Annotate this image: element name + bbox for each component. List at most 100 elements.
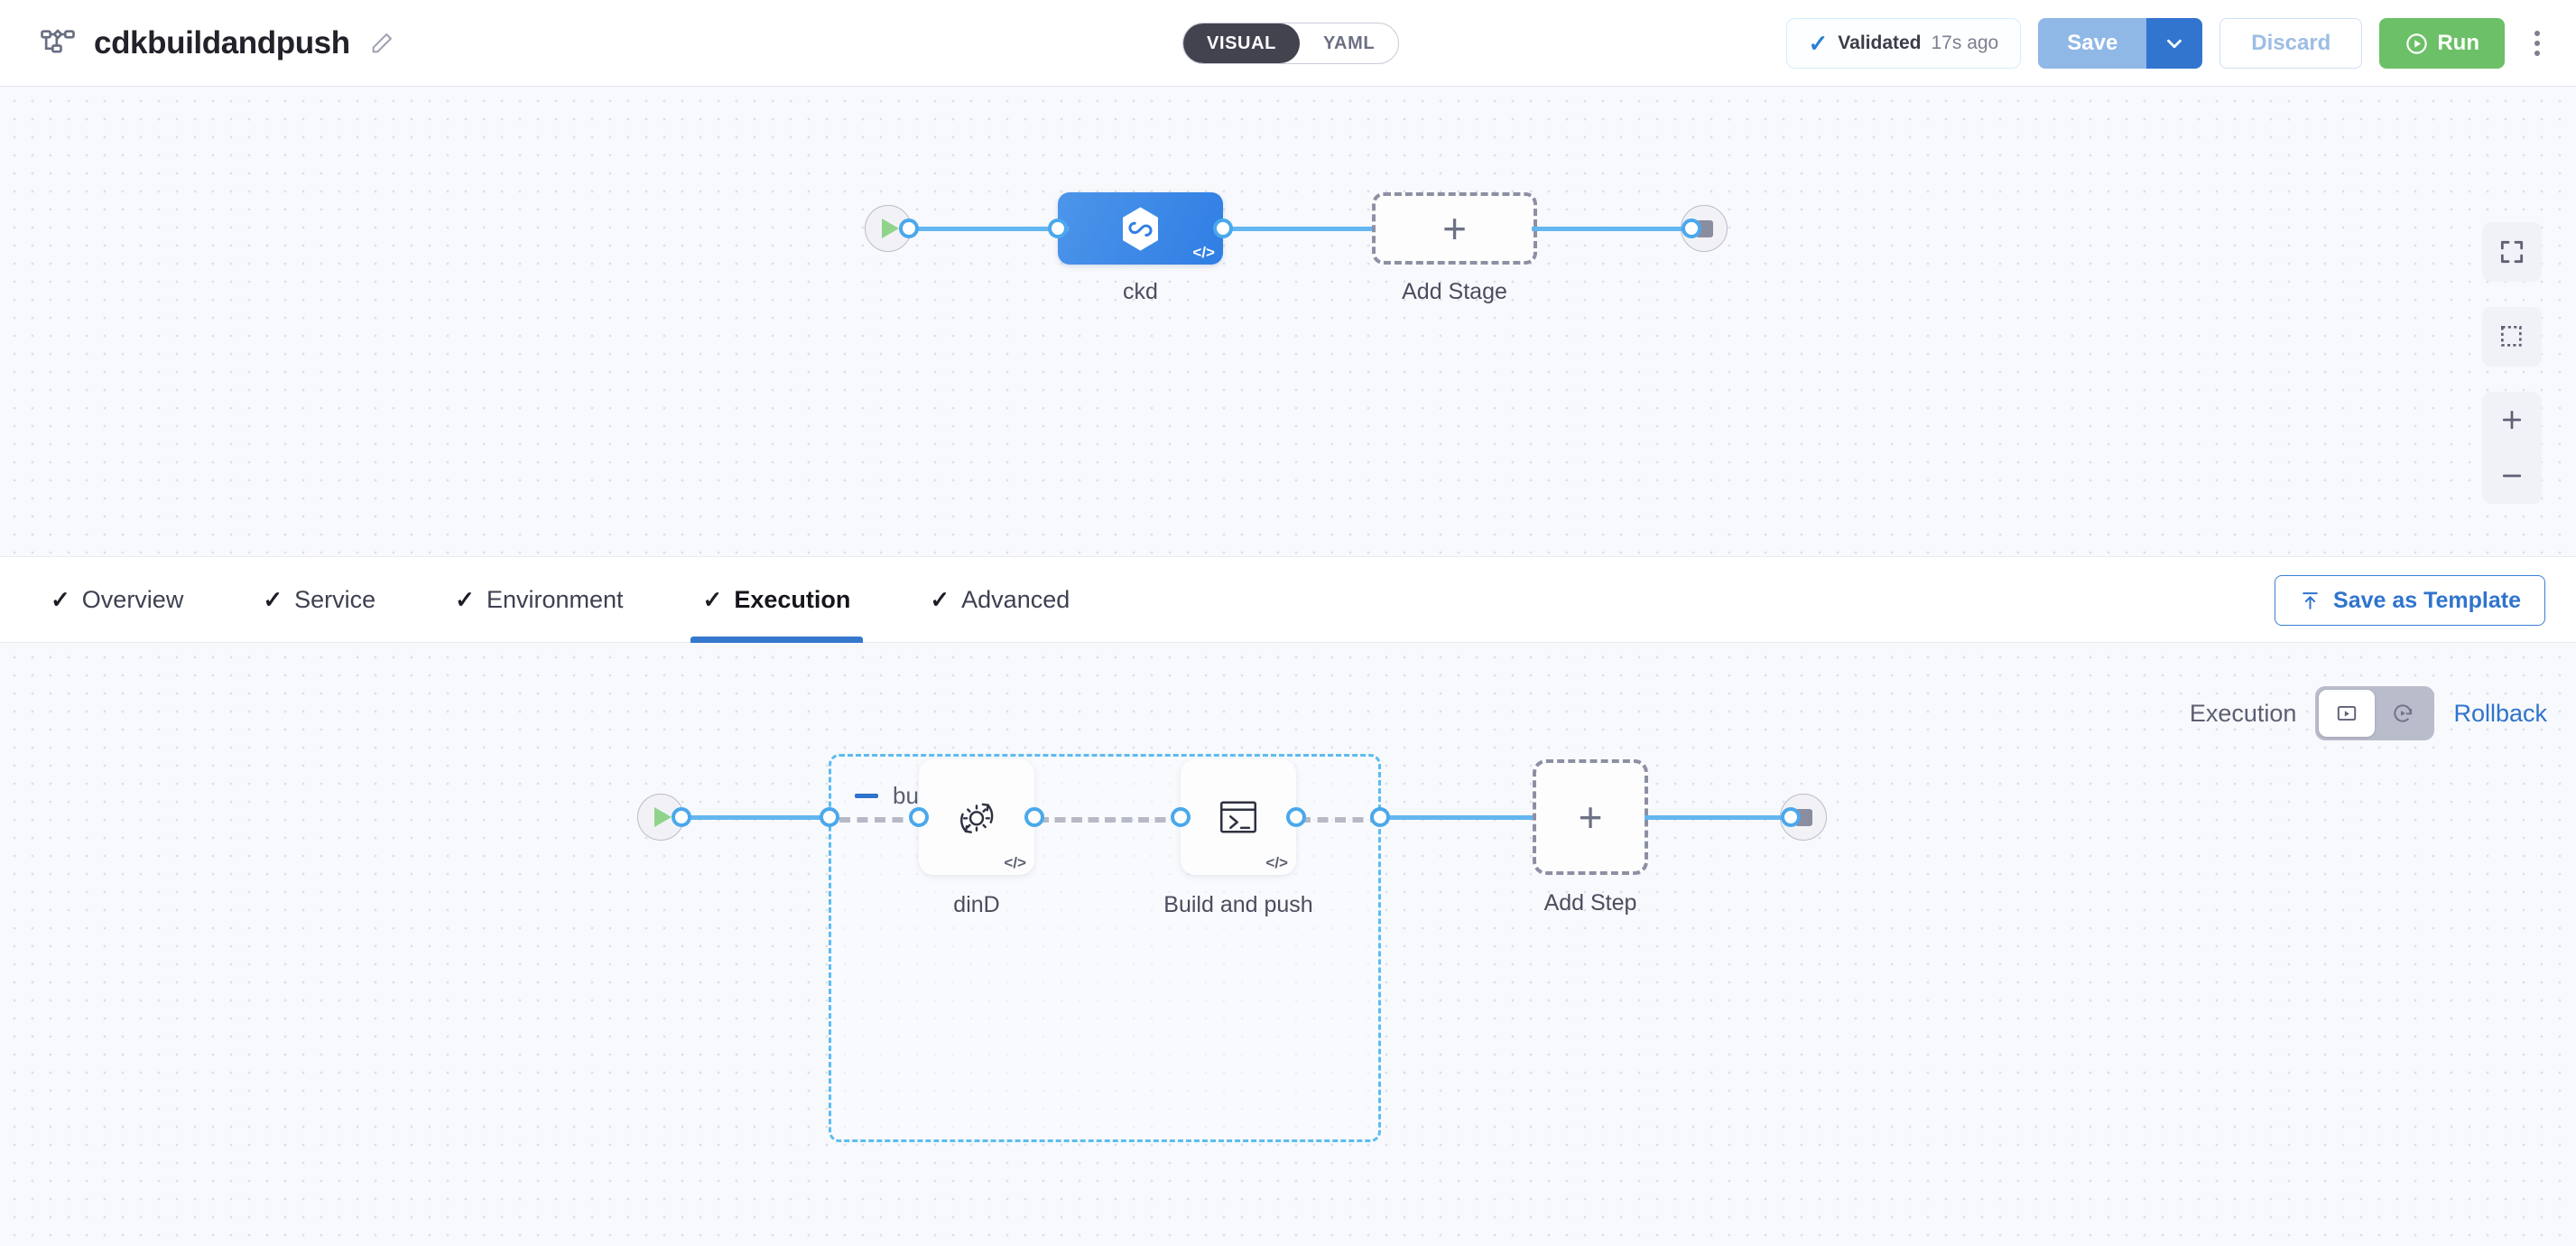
execution-start [637, 794, 691, 841]
plus-icon: + [1442, 205, 1467, 252]
tab-execution[interactable]: ✓ Execution [690, 556, 864, 643]
tab-label: Service [294, 585, 376, 613]
save-as-template-button[interactable]: Save as Template [2275, 575, 2545, 626]
port-exec-end-in[interactable] [1781, 807, 1801, 827]
tab-service[interactable]: ✓ Service [250, 556, 388, 643]
zoom-controls[interactable] [2482, 392, 2542, 504]
execution-rollback-switch-row[interactable]: Execution Rollback [2190, 686, 2547, 740]
execution-label: Execution [2189, 699, 2297, 727]
discard-button[interactable]: Discard [2219, 18, 2363, 69]
harness-hexagon-icon [1116, 204, 1165, 254]
add-stage-label: Add Stage [1402, 279, 1507, 304]
check-icon: ✓ [702, 585, 723, 613]
step-label-build-and-push: Build and push [1163, 892, 1313, 917]
connector-buildpush-to-groupend [1300, 817, 1381, 823]
save-button-group[interactable]: Save [2038, 18, 2203, 69]
marquee-select-icon [2497, 322, 2526, 351]
canvas-controls[interactable] [2482, 222, 2542, 504]
play-icon [654, 807, 672, 827]
pencil-edit-icon[interactable] [366, 28, 397, 59]
port-ckd-in[interactable] [1048, 219, 1068, 238]
collapse-minus-icon[interactable] [855, 794, 878, 798]
pipeline-stages-canvas[interactable]: </> ckd + Add Stage [0, 87, 2576, 556]
step-label-dind: dinD [953, 892, 1000, 917]
port-buildpush-out[interactable] [1286, 807, 1306, 827]
step-node-build-and-push[interactable]: </> Build and push [1163, 759, 1313, 917]
zoom-out-button[interactable] [2482, 448, 2542, 504]
tab-advanced[interactable]: ✓ Advanced [917, 556, 1082, 643]
connector-addstage-to-end [1532, 227, 1691, 231]
run-button[interactable]: Run [2379, 18, 2505, 69]
tab-environment[interactable]: ✓ Environment [442, 556, 635, 643]
zoom-in-button[interactable] [2482, 392, 2542, 448]
port-start-out[interactable] [899, 219, 919, 238]
upload-template-icon [2299, 590, 2321, 612]
connector-addstep-to-end [1645, 815, 1789, 820]
play-circle-icon [2405, 32, 2429, 56]
check-icon: ✓ [930, 585, 950, 613]
fit-to-screen-button[interactable] [2482, 222, 2542, 282]
connector-start-to-group [679, 815, 839, 820]
tab-overview[interactable]: ✓ Overview [38, 556, 196, 643]
connector-group-to-dind [839, 817, 921, 823]
rollback-label[interactable]: Rollback [2453, 699, 2547, 727]
connector-group-to-addstep [1379, 815, 1533, 820]
run-button-label: Run [2437, 31, 2479, 55]
stage-label-ckd: ckd [1123, 279, 1158, 304]
marquee-select-button[interactable] [2482, 307, 2542, 367]
page-title: cdkbuildandpush [94, 24, 350, 60]
check-icon: ✓ [51, 585, 70, 613]
play-icon [882, 219, 899, 238]
port-buildpush-in[interactable] [1171, 807, 1191, 827]
gear-sync-icon [949, 789, 1005, 845]
port-dind-in[interactable] [909, 807, 929, 827]
add-step-button[interactable]: + [1533, 759, 1648, 875]
step-card[interactable]: </> [919, 759, 1034, 875]
execution-steps-canvas[interactable]: build [0, 643, 2576, 1246]
tab-list: ✓ Overview ✓ Service ✓ Environment ✓ Exe… [0, 556, 1082, 643]
check-icon: ✓ [1808, 30, 1829, 57]
port-dind-out[interactable] [1024, 807, 1044, 827]
pipeline-start [865, 205, 919, 252]
chevron-down-icon[interactable] [2146, 18, 2203, 69]
port-group-in[interactable] [820, 807, 839, 827]
validation-timestamp: 17s ago [1931, 33, 1999, 53]
tab-label: Overview [81, 585, 184, 613]
app-header: cdkbuildandpush VISUAL YAML ✓ Validated … [0, 0, 2576, 87]
rollback-mode-button[interactable] [2375, 690, 2431, 737]
tab-visual[interactable]: VISUAL [1183, 23, 1300, 63]
step-card[interactable]: </> [1181, 759, 1296, 875]
execution-rollback-toggle[interactable] [2315, 686, 2435, 740]
stage-card[interactable]: </> [1058, 192, 1223, 265]
connector-start-to-ckd [906, 227, 1069, 231]
add-stage-button[interactable]: + [1372, 192, 1537, 265]
save-button[interactable]: Save [2038, 18, 2147, 69]
terminal-shell-icon [1211, 790, 1265, 844]
tab-yaml[interactable]: YAML [1300, 23, 1398, 63]
code-badge-icon: </> [1192, 244, 1215, 261]
port-ckd-out[interactable] [1213, 219, 1233, 238]
port-end-in[interactable] [1682, 219, 1701, 238]
fit-screen-icon [2497, 237, 2526, 266]
port-exec-start-out[interactable] [672, 807, 691, 827]
pipeline-end [1681, 205, 1728, 252]
tab-label: Execution [734, 585, 851, 613]
execution-mode-button[interactable] [2319, 690, 2376, 737]
check-icon: ✓ [263, 585, 283, 613]
tab-label: Environment [486, 585, 624, 613]
stage-node-ckd[interactable]: </> ckd [1048, 192, 1233, 304]
stage-config-tabbar: ✓ Overview ✓ Service ✓ Environment ✓ Exe… [0, 556, 2576, 643]
connector-dind-to-buildpush [1038, 817, 1182, 823]
rollback-arrow-icon [2391, 702, 2414, 725]
add-stage-node[interactable]: + Add Stage [1372, 192, 1537, 304]
code-badge-icon: </> [1265, 854, 1288, 871]
view-mode-toggle[interactable]: VISUAL YAML [1182, 23, 1400, 64]
play-box-icon [2335, 702, 2358, 725]
add-step-node[interactable]: + Add Step [1533, 759, 1648, 916]
validation-status: Validated [1838, 33, 1922, 53]
port-group-out[interactable] [1370, 807, 1390, 827]
step-node-dind[interactable]: </> dinD [909, 759, 1044, 917]
add-step-label: Add Step [1543, 890, 1637, 916]
status-badge: ✓ Validated 17s ago [1785, 18, 2022, 69]
kebab-menu-icon[interactable] [2522, 18, 2553, 69]
